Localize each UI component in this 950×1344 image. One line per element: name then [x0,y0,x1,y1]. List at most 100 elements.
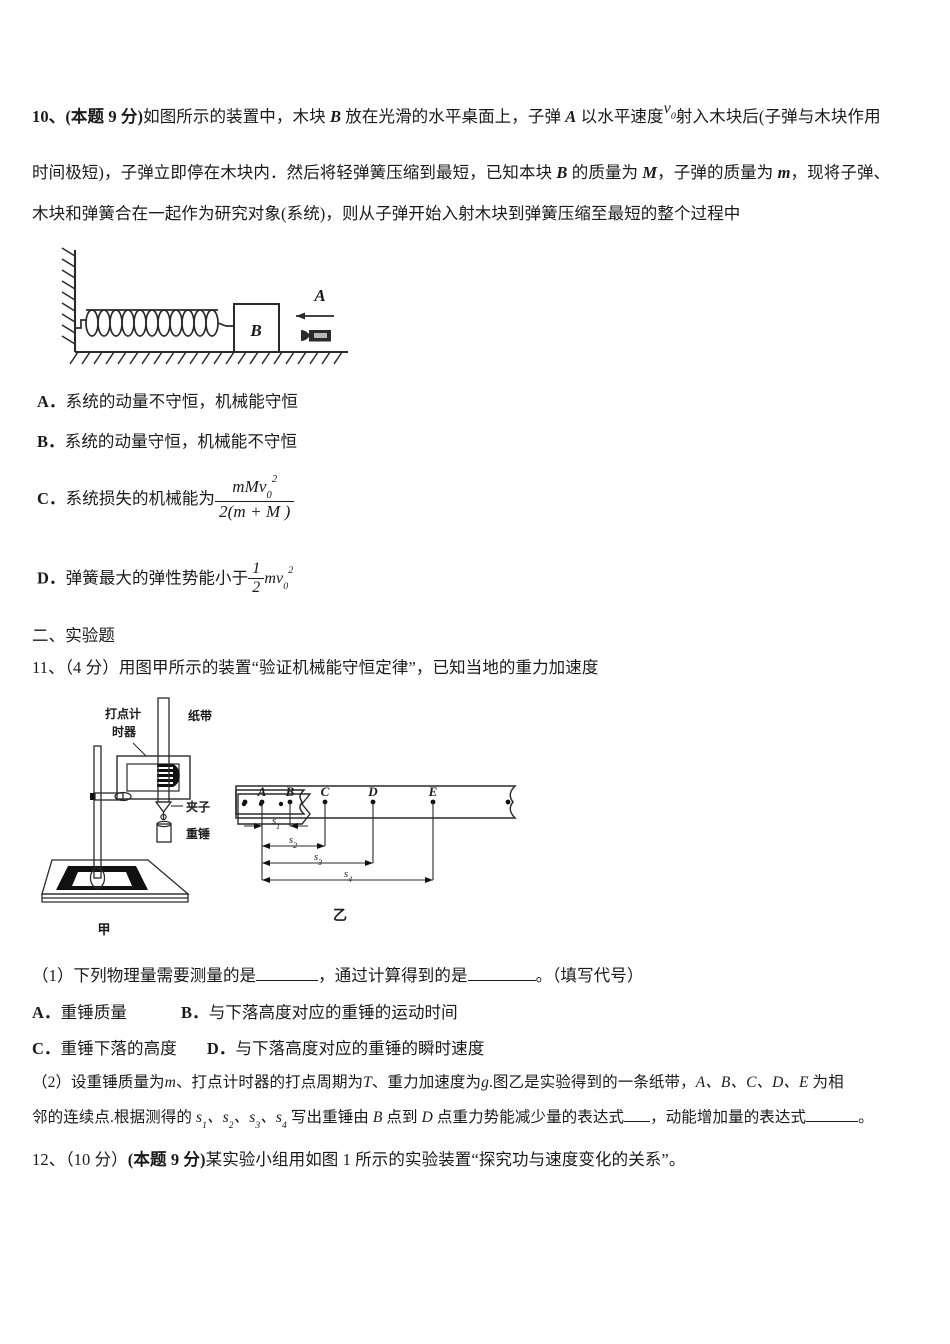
q11-figures: 打点计 时器 纸带 夹子 重锤 甲 [40,697,560,946]
q10-option-D-text: 弹簧最大的弹性势能小于 [65,568,249,588]
q11-opt-A-text[interactable]: 重锤质量 [60,1003,128,1022]
fraction-denominator: 2 [252,579,261,596]
q11-sub2-1b: 、打点计时器的打点周期为 [175,1074,364,1091]
spring-block-bullet-diagram: B A [48,246,368,371]
tape-dim-s1: s1 [272,815,280,831]
q11-opt-C-label: C． [32,1039,61,1058]
q11-marks: （4 分） [64,658,119,677]
q11-number: 11、 [32,658,65,677]
tape-label-A: A [257,784,267,799]
q10-stem-2d: ，现将子弹、 [790,163,891,182]
stand-rod [93,745,102,879]
q12-stem-text: 某实验小组用如图 1 所示的实验装置“探究功与速度变化的关系”。 [205,1150,686,1169]
q11-symbol-T: T [363,1074,372,1091]
q11-sub2-2b: 写出重锤由 [286,1109,373,1126]
q11-symbol-m: m [164,1074,176,1091]
q11-opt-B-text[interactable]: 与下落高度对应的重锤的运动时间 [208,1003,458,1022]
q10-option-C-text: 系统损失的机械能为 [65,488,216,508]
tape-label-B: B [285,784,295,799]
q10-stem-line-3: 木块和弹簧合在一起作为研究对象(系统)，则从子弹开始入射木块到弹簧压缩至最短的整… [32,204,741,223]
q10-marks: (本题 9 分) [65,107,144,126]
bullet-A-label: A [313,286,325,305]
tape-drop-lines [261,802,434,880]
tape-dim-s4: s4 [344,868,352,884]
q11-sub2-1a: （2）设重锤质量为 [32,1074,165,1091]
q11-sub2-2c: 点到 [382,1109,422,1126]
q11-opt-B-label: B． [181,1003,209,1022]
bullet-velocity-arrowhead [296,312,305,320]
q11-opt-C-text[interactable]: 重锤下落的高度 [60,1039,177,1058]
q11-opt-D-text[interactable]: 与下落高度对应的重锤的瞬时速度 [235,1039,485,1058]
label-timer-line2: 时器 [112,724,137,739]
q10-number: 10、 [32,107,66,126]
clamp-arm [94,791,132,802]
q11-distances: s1、s2、s3、s4 [195,1109,287,1131]
q11-sub1-blank-1[interactable] [256,980,319,981]
tape-visible [235,789,306,815]
tape-yi [237,793,312,825]
q10-symbol-B: B [556,163,568,182]
q10-stem-1a: 如图所示的装置中，木块 [143,107,330,126]
q11-sub2-blank-2[interactable] [806,1121,859,1122]
q10-stem-1b: 放在光滑的水平桌面上，子弹 [341,107,566,126]
spring-block-connector [217,322,234,327]
table-surface [41,859,190,903]
tape-label-E: E [428,784,438,799]
q10-stem-1d: 射入木块后(子弹与木块作用 [675,107,881,126]
q11-sub1-prefix: （1）下列物理量需要测量的是 [32,966,257,985]
q11-symbol-g: g [481,1074,489,1091]
q11-sub2-2e: ，动能增加量的表达式 [650,1109,807,1126]
tape-dim-s3: s3 [314,851,322,867]
q11-sub1-blank-2[interactable] [467,980,536,981]
q10-option-C-label: C． [37,488,66,508]
q11-sub2-2d: 点重力势能减少量的表达式 [432,1109,625,1126]
q10-option-B[interactable]: B．系统的动量守恒，机械能不守恒 [37,432,298,451]
q11-point-D: D [421,1109,433,1126]
q11-sub2-blank-1[interactable] [624,1121,651,1122]
tape-label-D: D [367,784,378,799]
q11-sub1-suffix: 。（填写代号） [535,966,644,985]
block-B-label: B [249,321,261,340]
stand-base [56,866,148,890]
q11-tape-points: A、B、C、D、E [695,1074,809,1091]
q10-symbol-M: M [642,163,658,182]
fraction-numerator: 1 [248,561,265,579]
q10-option-A-text: 系统的动量不守恒，机械能守恒 [65,392,299,411]
q11-stem: 11、（4 分）用图甲所示的装置“验证机械能守恒定律”，已知当地的重力加速度 [32,658,599,677]
q11-sub2-2a: 邻的连续点.根据测得的 [32,1109,196,1126]
label-clip: 夹子 [186,799,210,814]
q11-sub2-line-2: 邻的连续点.根据测得的 s1、s2、s3、s4 写出重锤由 B 点到 D 点重力… [32,1109,874,1131]
q11-sub2-1c: 、重力加速度为 [371,1074,482,1091]
timer-leader-line [132,742,147,757]
fraction-numerator: mMv02 [215,474,295,502]
q12-stem: 12、（10 分）(本题 9 分)某实验小组用如图 1 所示的实验装置“探究功与… [32,1150,686,1169]
q12-marks-1: （10 分） [65,1150,128,1169]
rod-foot [89,867,106,889]
q11-sub1-mid: ，通过计算得到的是 [318,966,468,985]
q11-stem-text: 用图甲所示的装置“验证机械能守恒定律”，已知当地的重力加速度 [118,658,599,677]
q10-v0-symbol: v0 [663,100,676,122]
caption-yi: 乙 [333,907,347,923]
q10-stem-2a: 时间极短)，子弹立即停在木块内．然后将轻弹簧压缩到最短，已知本块 [32,163,557,182]
section-2-title: 二、实验题 [32,626,115,645]
q11-point-B: B [372,1109,383,1126]
q10-option-B-label: B． [37,432,65,451]
q12-number: 12、 [32,1150,66,1169]
block-B-body [233,303,280,353]
q11-sub2-1d: .图乙是实验得到的一条纸带， [488,1074,696,1091]
rod-clamp-knob [90,793,95,800]
q10-stem-2c: ，子弹的质量为 [657,163,778,182]
q10-option-A[interactable]: A．系统的动量不守恒，机械能守恒 [37,392,299,411]
label-timer-line1: 打点计 [105,706,141,721]
q10-option-B-text: 系统的动量守恒，机械能不守恒 [64,432,298,451]
bullet-A-body [301,330,331,342]
fraction-denominator: 2(m + M ) [219,501,291,521]
q10-block-B: B [329,107,342,126]
clip-shape [154,801,173,821]
